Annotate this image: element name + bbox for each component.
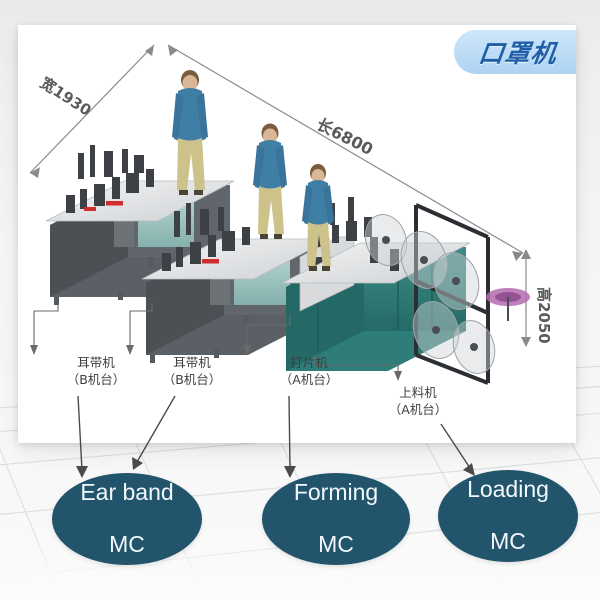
callout-ear-band-line2: MC xyxy=(109,530,145,557)
leader-lines xyxy=(30,303,402,381)
callout-ear-band-line1: Ear band xyxy=(80,479,174,506)
machine-label-loading-line2: （A机台） xyxy=(388,401,448,417)
machine-label-forming: 打片机 （A机台） xyxy=(280,355,339,389)
machine-label-earband-2-line2: （B机台） xyxy=(162,371,222,387)
machine-label-earband-2-line1: 耳带机 xyxy=(173,355,211,370)
product-type-badge: 口罩机 xyxy=(454,30,576,74)
callout-loading-line2: MC xyxy=(490,527,526,554)
callout-loading-mc[interactable]: Loading MC xyxy=(438,470,578,562)
human-figure-3 xyxy=(302,164,334,271)
machine-forming-loading xyxy=(281,197,530,385)
callout-forming-line2: MC xyxy=(318,530,354,557)
machine-earband-2 xyxy=(141,203,331,363)
machine-label-earband-1: 耳带机 （B机台） xyxy=(67,355,126,389)
human-figure-2 xyxy=(253,123,287,239)
machine-label-forming-line2: （A机台） xyxy=(279,371,339,387)
diagram-card: 口罩机 xyxy=(18,25,576,443)
callout-ear-band-mc[interactable]: Ear band MC xyxy=(52,473,202,565)
machine-label-loading-line1: 上料机 xyxy=(399,385,437,400)
machine-label-forming-line1: 打片机 xyxy=(290,355,328,370)
callout-forming-mc[interactable]: Forming MC xyxy=(262,473,410,565)
coil-part xyxy=(486,288,530,321)
machine-line-illustration xyxy=(29,44,531,385)
machine-label-earband-1-line2: （B机台） xyxy=(66,371,126,387)
human-figure-1 xyxy=(172,70,208,195)
machine-label-loading: 上料机 （A机台） xyxy=(389,385,448,419)
callout-loading-line1: Loading xyxy=(467,476,549,503)
machine-label-earband-2: 耳带机 （B机台） xyxy=(163,355,222,389)
callout-forming-line1: Forming xyxy=(293,479,379,506)
machine-label-earband-1-line1: 耳带机 xyxy=(77,355,115,370)
